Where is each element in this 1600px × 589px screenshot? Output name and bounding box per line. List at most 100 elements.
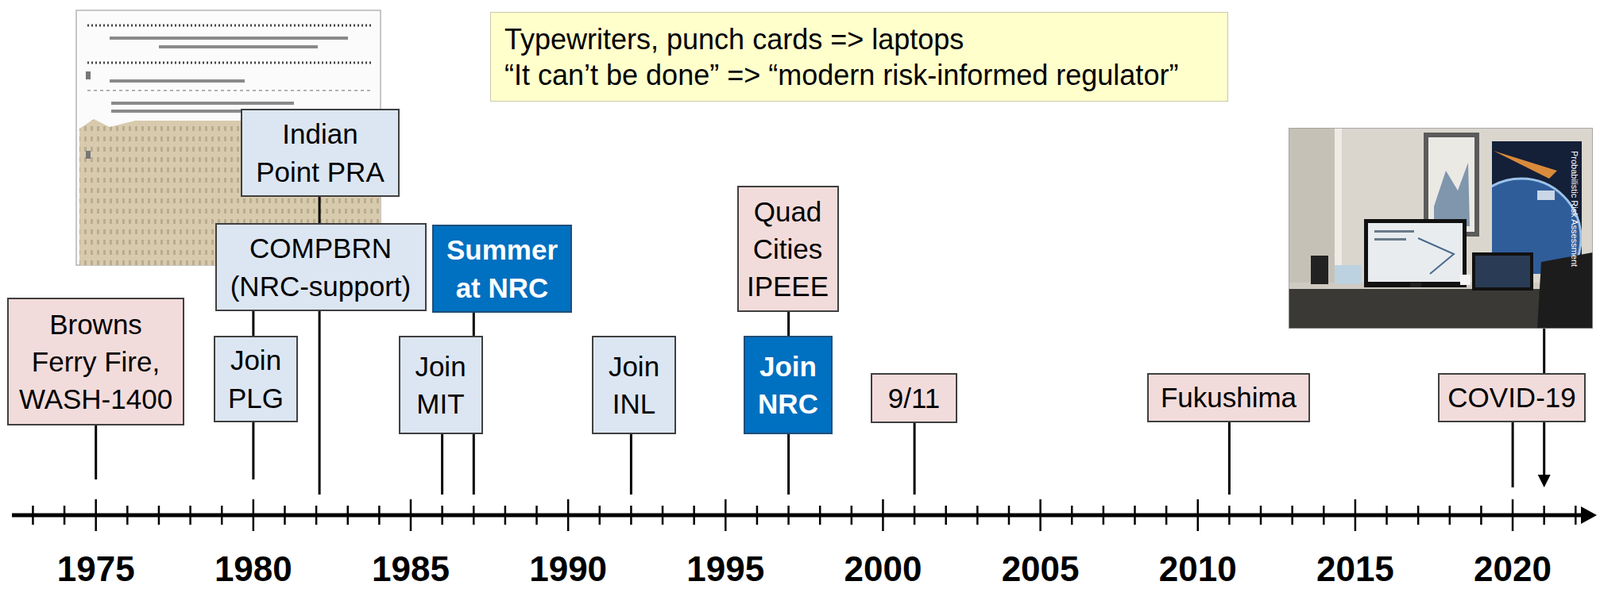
node-text: COMPBRN (NRC-support): [221, 229, 421, 306]
axis-tick: [1354, 499, 1357, 532]
axis-tick: [504, 506, 507, 526]
axis-tick: [63, 506, 66, 526]
axis-tick: [31, 506, 35, 526]
axis-tick: [1039, 499, 1042, 532]
photo-border: [1288, 127, 1593, 329]
axis-tick: [283, 506, 286, 526]
node-text: Summer at NRC: [438, 231, 566, 307]
photo-monitor-screen: [1368, 223, 1463, 283]
photo-frame-art: [1433, 162, 1470, 227]
axis-tick: [1574, 506, 1577, 526]
axis-tick: [158, 506, 161, 526]
poster-satellite: [1537, 190, 1555, 201]
printout-rule: [87, 89, 374, 92]
node-text: COVID-19: [1447, 378, 1576, 417]
axis-tick: [599, 506, 602, 526]
photo-wall: [1288, 127, 1593, 329]
axis-tick: [1385, 506, 1388, 526]
axis-tick: [440, 506, 444, 526]
axis-tick: [535, 506, 538, 526]
axis-tick: [756, 506, 759, 526]
photo-door-frame: [1334, 127, 1342, 287]
connector-line: [318, 197, 321, 224]
year-label: 1980: [214, 552, 293, 588]
printout-rule: [87, 24, 374, 28]
axis-tick: [1542, 506, 1546, 526]
axis-line: [11, 514, 1585, 518]
leader-arrow-line: [1542, 422, 1546, 477]
axis-tick: [1197, 499, 1200, 532]
event-box: COVID-19: [1437, 373, 1586, 423]
node-text: Join NRC: [749, 347, 827, 424]
leader-line: [94, 425, 97, 480]
printout-line: [111, 101, 294, 105]
leader-arrowhead: [1538, 475, 1551, 488]
leader-line: [629, 434, 633, 495]
axis-tick: [1259, 506, 1263, 526]
axis-tick: [1290, 506, 1294, 526]
axis-tick: [692, 506, 696, 526]
axis-tick: [1417, 506, 1420, 526]
axis-tick: [881, 499, 885, 532]
axis-tick: [94, 499, 97, 532]
leader-line: [1228, 422, 1231, 495]
node-text: Fukushima: [1160, 378, 1297, 417]
photo-laptop: [1472, 252, 1534, 291]
axis-tick: [819, 506, 822, 526]
axis-tick: [976, 506, 979, 526]
axis-tick: [1133, 506, 1137, 526]
nrc-box: Join NRC: [743, 336, 833, 435]
year-label: 1975: [57, 552, 136, 588]
node-text: “It can’t be done” => “modern risk-infor…: [504, 57, 1179, 93]
photo-mug: [1460, 274, 1471, 286]
axis-tick: [913, 506, 916, 526]
year-label: 2005: [1001, 552, 1080, 588]
connector-line: [251, 311, 255, 337]
node-text: 9/11: [888, 379, 941, 418]
axis-tick: [629, 506, 633, 526]
event-box: Quad Cities IPEEE: [737, 185, 839, 313]
leader-line: [251, 422, 255, 480]
leader-line: [913, 423, 916, 495]
leader-line: [1511, 422, 1515, 488]
photo-screen-line: [1374, 230, 1415, 233]
axis-tick: [1165, 506, 1168, 526]
event-box: 9/11: [870, 373, 958, 424]
axis-tick: [1008, 506, 1011, 526]
printout-mark: [85, 150, 91, 159]
node-text: Join INL: [598, 347, 670, 424]
photo-tissue-box: [1334, 265, 1362, 285]
axis-tick: [409, 499, 413, 532]
connector-line: [787, 312, 790, 337]
axis-tick: [220, 506, 224, 526]
connector-line: [472, 313, 476, 337]
axis-arrowhead: [1580, 506, 1597, 525]
photo-laptop-screen: [1475, 255, 1531, 288]
axis-tick: [1480, 506, 1483, 526]
photo-frame-picture: [1428, 137, 1475, 232]
axis-tick: [567, 499, 570, 532]
printout-line: [109, 79, 245, 83]
printout-mark: [85, 71, 91, 80]
event-box: Browns Ferry Fire, WASH-1400: [7, 297, 185, 426]
photo-screen-chart: [1418, 238, 1454, 275]
axis-tick: [724, 499, 727, 532]
axis-tick: [1102, 506, 1106, 526]
photo-monitor: [1364, 219, 1467, 288]
axis-tick: [472, 506, 476, 526]
axis-tick: [189, 506, 192, 526]
axis-tick: [1449, 506, 1452, 526]
career-box: Join INL: [591, 336, 677, 435]
printout-line: [111, 109, 255, 113]
career-box: Indian Point PRA: [240, 108, 400, 198]
photo-screen-line: [1374, 238, 1407, 241]
node-text: Join PLG: [220, 341, 292, 418]
printout-rule: [87, 61, 374, 65]
axis-tick: [661, 506, 665, 526]
axis-tick: [378, 506, 381, 526]
photo-monitor-stand: [1410, 282, 1422, 288]
node-text: Typewriters, punch cards => laptops: [504, 21, 964, 58]
axis-tick: [1322, 506, 1326, 526]
year-label: 1990: [529, 552, 607, 588]
axis-tick: [126, 506, 129, 526]
